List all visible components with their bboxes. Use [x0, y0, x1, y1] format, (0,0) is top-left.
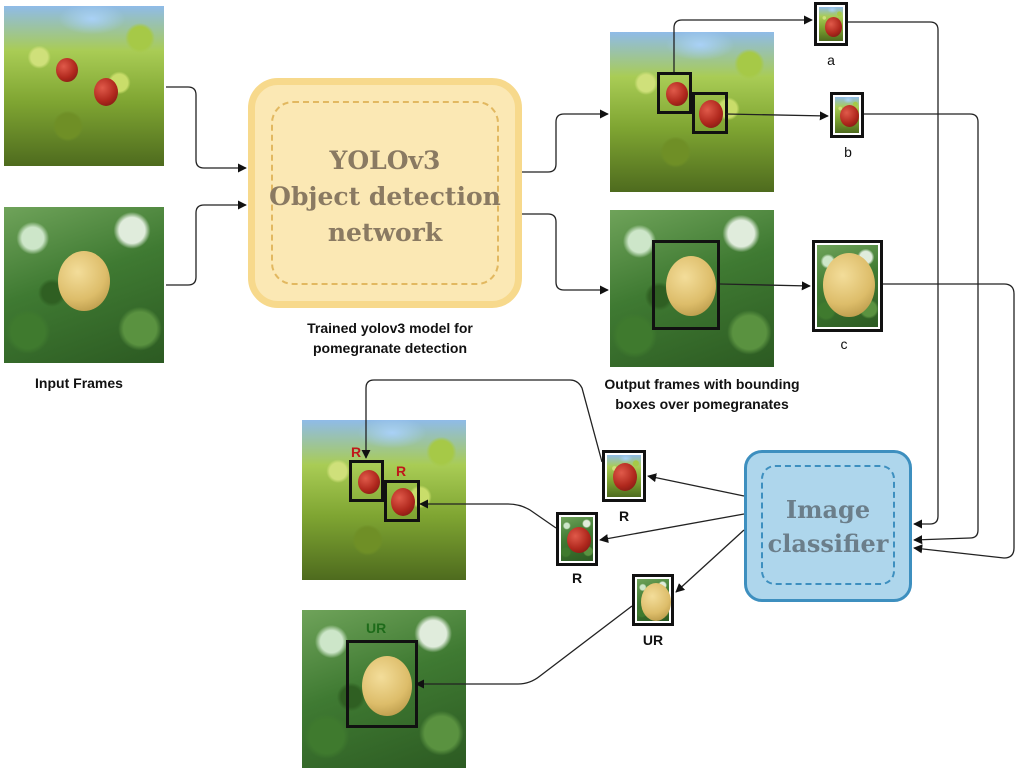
pomegranate-red — [56, 58, 78, 82]
crop-b — [830, 92, 864, 138]
arrow-classifier-to-unripe — [675, 529, 745, 593]
classified-crop-ripe-1 — [602, 450, 646, 502]
arrow-yolo-to-output-1 — [522, 109, 609, 173]
bounding-box — [652, 240, 720, 330]
pomegranate-yellow — [666, 256, 716, 316]
arrow-to-crop-c — [719, 281, 811, 291]
model-caption: Trained yolov3 model for pomegranate det… — [307, 320, 473, 356]
pomegranate-yellow — [823, 253, 875, 317]
output-frame-leafy — [610, 210, 774, 367]
pomegranate-yellow — [362, 656, 412, 716]
pomegranate-red — [840, 105, 859, 127]
arrow-yolo-to-output-2 — [522, 213, 609, 295]
input-frame-tree — [4, 6, 164, 166]
pomegranate-red — [666, 82, 688, 106]
output-caption: Output frames with bounding boxes over p… — [604, 376, 800, 412]
classified-crop-ripe-1-label: R — [618, 508, 630, 524]
arrow-ripe-1-to-final — [361, 379, 603, 463]
ripe-tag: R — [351, 444, 362, 460]
pomegranate-yellow — [641, 583, 671, 621]
pomegranate-red — [358, 470, 380, 494]
crop-c-label: c — [840, 336, 848, 352]
classified-crop-ripe-2 — [556, 512, 598, 566]
pomegranate-yellow — [58, 251, 110, 311]
classifier-dashed-border — [761, 465, 895, 585]
crop-c — [812, 240, 883, 332]
input-frame-leafy — [4, 207, 164, 363]
bounding-box — [384, 480, 420, 522]
pomegranate-red — [825, 17, 842, 37]
input-frames-caption: Input Frames — [35, 375, 123, 391]
arrow-ripe-2-to-final — [419, 499, 557, 529]
arrow-to-crop-b — [725, 111, 829, 121]
bounding-box — [349, 460, 384, 502]
crop-a-label: a — [827, 52, 835, 68]
pomegranate-red — [94, 78, 118, 106]
pomegranate-red — [391, 488, 415, 516]
output-frame-tree — [610, 32, 774, 192]
classified-crop-unripe — [632, 574, 674, 626]
arrow-classifier-to-ripe-1 — [647, 473, 745, 497]
arrow-input-2-to-yolo — [166, 200, 247, 286]
yolo-network-box: YOLOv3 Object detection network — [248, 78, 522, 308]
arrow-classifier-to-ripe-2 — [599, 513, 745, 544]
final-frame-tree: R R — [302, 420, 466, 580]
arrow-crop-a-to-classifier — [848, 21, 939, 529]
pomegranate-red — [699, 100, 723, 128]
classified-crop-ripe-2-label: R — [571, 570, 583, 586]
classifier-title: Image classifier — [767, 495, 889, 558]
yolo-dashed-border — [271, 101, 499, 285]
pomegranate-red — [567, 527, 591, 553]
unripe-tag: UR — [366, 620, 387, 636]
crop-b-label: b — [844, 144, 852, 160]
ripe-tag: R — [396, 463, 407, 479]
pomegranate-red — [613, 463, 637, 491]
arrow-to-crop-a — [673, 15, 813, 72]
crop-a — [814, 2, 848, 46]
arrow-input-1-to-yolo — [166, 86, 247, 173]
yolo-title: YOLOv3 Object detection network — [269, 146, 501, 247]
bounding-box — [692, 92, 728, 134]
classified-crop-unripe-label: UR — [642, 632, 664, 648]
bounding-box — [657, 72, 692, 114]
arrow-crop-b-to-classifier — [864, 113, 979, 545]
arrow-unripe-to-final — [415, 605, 633, 689]
image-classifier-box: Image classifier — [744, 450, 912, 602]
arrow-crop-c-to-classifier — [883, 283, 1015, 559]
